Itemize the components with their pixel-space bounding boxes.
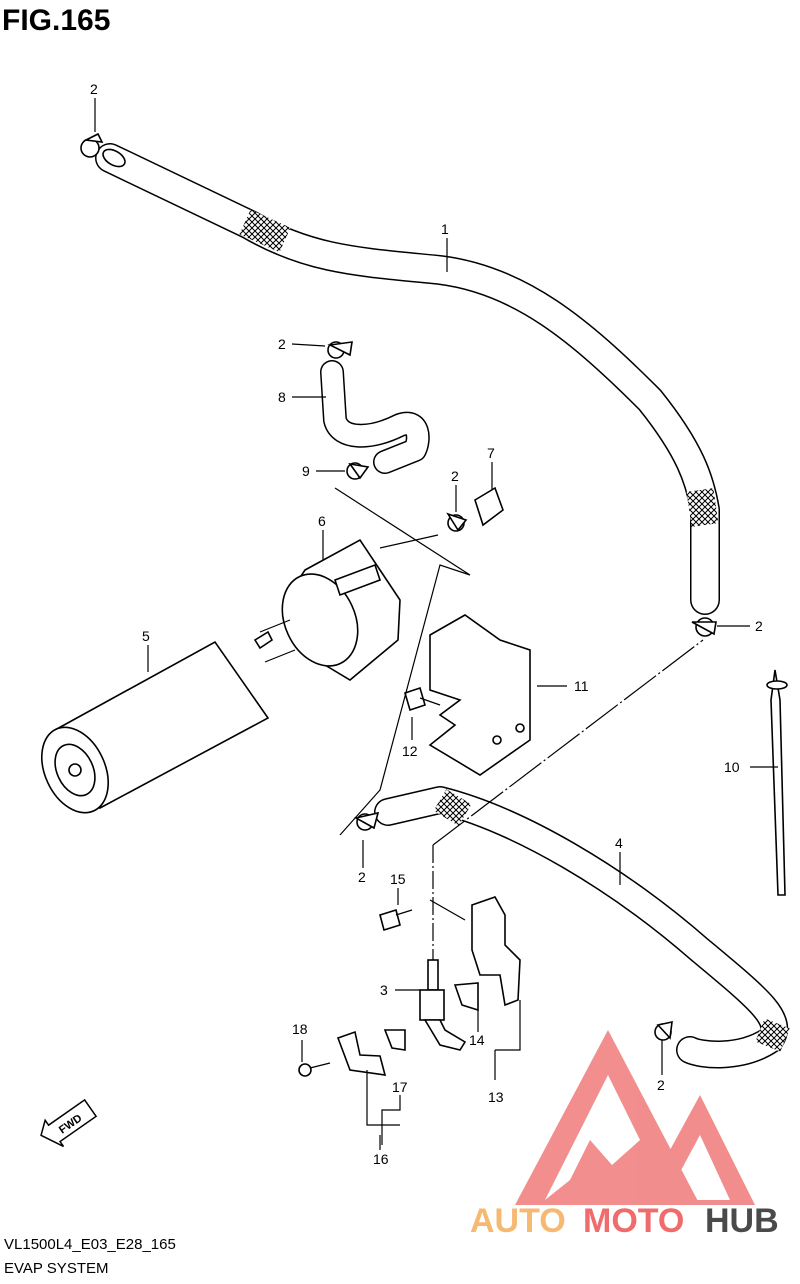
clamp-2-top-left [80,132,104,158]
callout-2: 2 [451,468,459,484]
watermark-logo-icon [515,1030,755,1205]
hose-4 [374,786,790,1069]
bracket-13 [471,896,521,1007]
diagram-name: EVAP SYSTEM [4,1260,109,1277]
watermark-word-hub: HUB [705,1202,779,1240]
callout-13: 13 [488,1089,504,1105]
callout-12: 12 [402,743,418,759]
clip-17 [383,1029,406,1051]
fwd-arrow-icon: FWD [40,1098,98,1148]
callout-2: 2 [358,869,366,885]
callout-8: 8 [278,389,286,405]
bracket-6 [281,538,401,681]
callout-4: 4 [615,835,623,851]
clamp-2-lower-left [353,811,380,831]
figure-title: FIG.165 [2,4,111,37]
callout-3: 3 [380,982,388,998]
fuel-pump-5 [41,630,274,814]
callout-15: 15 [390,871,406,887]
watermark-word-moto: MOTO [583,1202,684,1240]
clamp-9 [346,462,370,480]
hose-1 [95,143,720,615]
clamp-2-mid [446,512,468,532]
callout-2: 2 [90,81,98,97]
callout-2: 2 [278,336,286,352]
diagram-code: VL1500L4_E03_E28_165 [4,1236,176,1253]
clamp-2-upper-mid [327,341,353,359]
callout-16: 16 [373,1151,389,1167]
leader-lines [94,98,778,1150]
bolt-12 [404,686,441,712]
callout-14: 14 [469,1032,485,1048]
valve-3 [419,959,467,1051]
callout-5: 5 [142,628,150,644]
callout-2: 2 [755,618,763,634]
watermark-word-auto: AUTO [470,1202,566,1240]
callout-2: 2 [657,1077,665,1093]
bolt-15 [379,908,413,932]
clamp-2-lower-right [654,1020,673,1041]
sleeve-7 [474,486,504,527]
bracket-11 [428,614,531,776]
callout-10: 10 [724,759,740,775]
callout-18: 18 [292,1021,308,1037]
clip-14 [453,982,479,1012]
screw-18 [298,1062,331,1077]
bracket-16 [336,1030,387,1076]
callout-11: 11 [574,678,589,694]
callout-9: 9 [302,463,310,479]
callout-17: 17 [392,1079,408,1095]
callout-7: 7 [487,445,495,461]
clamp-2-right [691,617,717,637]
callout-6: 6 [318,513,326,529]
cable-tie-10 [766,669,788,896]
callout-1: 1 [441,221,449,237]
hose-8 [320,360,430,474]
